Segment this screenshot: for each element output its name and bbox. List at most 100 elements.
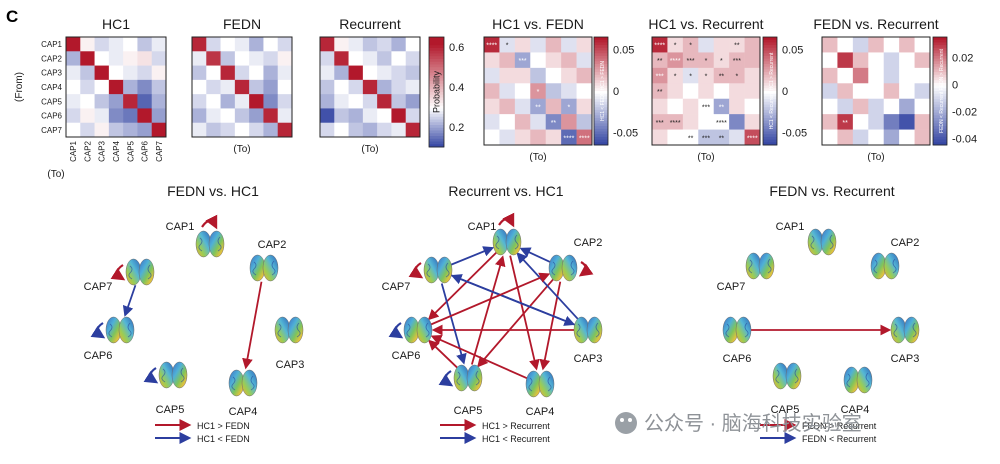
- network-edge: [122, 284, 137, 317]
- heatmap-cell: [348, 79, 364, 95]
- node-label: CAP7: [382, 281, 411, 293]
- heatmap-cell: [499, 37, 516, 53]
- colorbar-segment: [763, 80, 777, 84]
- colorbar-segment: [763, 85, 777, 89]
- network-title: FEDN vs. HC1: [167, 183, 259, 199]
- colorbar-segment: [429, 108, 444, 112]
- heatmap-cell: [234, 122, 250, 138]
- heatmap-cell: [391, 37, 407, 52]
- brain-gyrus: [570, 260, 575, 276]
- heatmap-cell: [192, 108, 207, 124]
- colorbar-frame: [932, 36, 948, 146]
- row-label: CAP4: [41, 83, 62, 92]
- heatmap-cell: [320, 108, 335, 124]
- heatmap-cell: [576, 98, 593, 115]
- network-2: Recurrent vs. HC1CAP1CAP2CAP3CAP4CAP5CAP…: [382, 183, 602, 444]
- heatmap-cell: [405, 94, 421, 109]
- colorbar-segment: [763, 77, 777, 81]
- colorbar-segment: [594, 82, 608, 86]
- heatmap-cell: [192, 37, 207, 52]
- heatmap-cell: [151, 37, 167, 52]
- heatmap-cell: [220, 79, 236, 95]
- heatmap-cell: [108, 108, 124, 124]
- colorbar-segment: [763, 99, 777, 103]
- heatmap-cell: [883, 83, 900, 100]
- heatmap-cell: [499, 98, 516, 115]
- heatmap-cell: [123, 79, 138, 95]
- heatmap-cell: [652, 37, 668, 53]
- heatmap-cell: [822, 83, 838, 100]
- brain-right-hemisphere: [466, 364, 483, 392]
- colorbar-segment: [933, 85, 947, 89]
- heatmap-cell: [484, 52, 500, 69]
- heatmap-cell: [698, 114, 715, 130]
- significance-stars: *: [537, 89, 540, 96]
- colorbar-segment: [429, 138, 444, 142]
- heatmap-cell: [899, 52, 915, 69]
- brain-gyrus: [865, 372, 870, 388]
- heatmap-cell: [234, 79, 250, 95]
- colorbar-tick: 0: [952, 79, 958, 91]
- brain-icon: [195, 230, 225, 258]
- heatmap-cell: [852, 98, 869, 115]
- heatmap-cell: [334, 51, 349, 66]
- row-label: CAP2: [41, 54, 62, 63]
- self-loop-arrow: [201, 214, 218, 230]
- heatmap-cell: [334, 94, 349, 109]
- heatmap-cell: [729, 129, 745, 146]
- self-loop-arrow: [438, 370, 454, 387]
- colorbar-segment: [763, 112, 777, 116]
- network-edge: [509, 255, 540, 371]
- significance-stars: *: [674, 43, 677, 50]
- heatmap-cell: [405, 65, 421, 81]
- legend-text: FEDN < Recurrent: [802, 434, 877, 444]
- heatmap-cell: [713, 98, 730, 115]
- significance-stars: *: [689, 43, 692, 50]
- heatmap-cell: [744, 129, 761, 146]
- heatmap-cell: [561, 129, 577, 146]
- node-label: CAP5: [454, 405, 483, 417]
- colorbar-segment: [933, 88, 947, 92]
- brain-gyrus: [252, 261, 257, 276]
- heatmap-cell: [405, 122, 421, 138]
- heatmap-cell: [192, 122, 207, 138]
- heatmap-cell: [263, 108, 279, 124]
- colorbar-segment: [933, 115, 947, 119]
- brain-gyrus: [271, 260, 276, 276]
- colorbar-tick: 0.05: [782, 44, 803, 56]
- heatmap-cell: [514, 67, 531, 84]
- heatmap-1: HC1CAP1CAP2CAP3CAP4CAP5CAP6CAP7(From)(To…: [14, 16, 167, 180]
- heatmap-cell: [123, 94, 138, 109]
- colorbar-segment: [429, 59, 444, 63]
- colorbar-segment: [763, 96, 777, 100]
- heatmap-frame: [65, 36, 167, 138]
- heatmap-row: HC1CAP1CAP2CAP3CAP4CAP5CAP6CAP7(From)(To…: [14, 16, 977, 180]
- heatmap-title: HC1: [102, 16, 130, 32]
- heatmap-cell: [899, 37, 915, 53]
- heatmap-cell: [334, 65, 349, 81]
- heatmap-cell: [883, 114, 900, 130]
- colorbar-segment: [429, 48, 444, 52]
- watermark-text: 公众号 · 脑海科技实验室: [644, 412, 862, 435]
- row-label: CAP7: [41, 126, 62, 135]
- colorbar-segment: [429, 61, 444, 65]
- heatmap-2: FEDN(To): [191, 16, 293, 155]
- brain-icon: [125, 258, 155, 286]
- brain-right-hemisphere: [208, 230, 225, 258]
- self-loop-arrow: [578, 261, 594, 277]
- colorbar-tick: -0.02: [952, 106, 977, 118]
- brain-icon: [722, 316, 752, 344]
- colorbar-segment: [594, 123, 608, 127]
- heatmap-cell: [744, 37, 761, 53]
- heatmap-cell: [137, 37, 153, 52]
- heatmap-frame: [191, 36, 293, 138]
- brain-right-hemisphere: [171, 361, 188, 389]
- brain-gyrus: [725, 323, 730, 338]
- colorbar-segment: [763, 82, 777, 86]
- heatmap-cell: [151, 122, 167, 138]
- heatmap-cell: [80, 108, 95, 124]
- significance-stars: **: [734, 43, 740, 50]
- significance-stars: ****: [654, 43, 665, 50]
- brain-right-hemisphere: [138, 258, 155, 286]
